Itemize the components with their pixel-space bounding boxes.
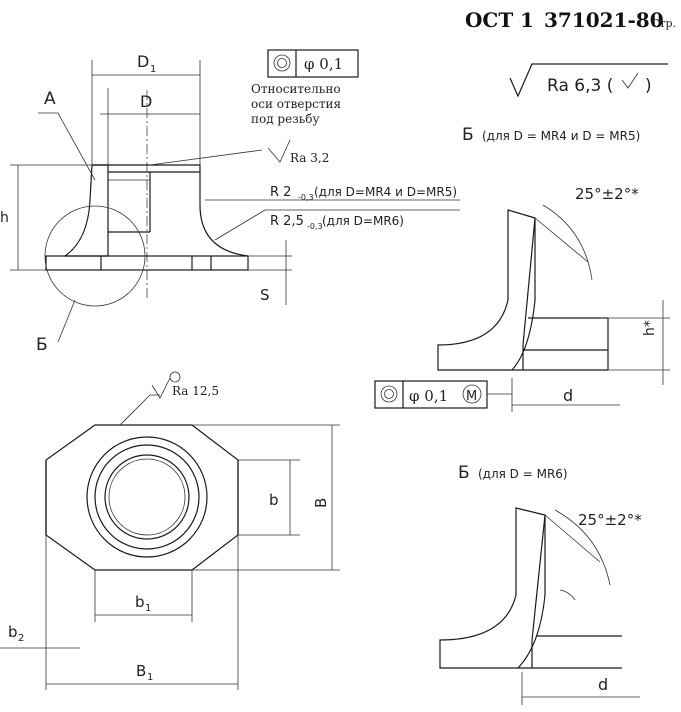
standard-number: 371021-80 bbox=[544, 8, 664, 32]
dim-b1-big-sub: 1 bbox=[147, 672, 153, 683]
paren-close: ) bbox=[645, 76, 652, 96]
detail-2-condition: (для D = MR6) bbox=[478, 467, 568, 481]
tolerance-value-1: φ 0,1 bbox=[304, 55, 343, 73]
dim-d1: D bbox=[137, 52, 149, 71]
main-section-view: Б А D 1 D h S Ra 3,2 R 2 -0,3 (для D=MR4… bbox=[0, 49, 460, 355]
dim-b: b bbox=[269, 491, 279, 509]
angle-1: 25°±2°* bbox=[575, 185, 639, 203]
general-roughness-text: Ra 6,3 ( bbox=[547, 76, 613, 96]
dim-d-2: d bbox=[598, 675, 608, 694]
hatched-wall bbox=[63, 164, 109, 257]
tolerance-modifier: M bbox=[466, 389, 477, 404]
detail-circle bbox=[44, 205, 146, 307]
tolerance-value-2: φ 0,1 bbox=[409, 387, 448, 405]
dim-b1-sub: 1 bbox=[145, 603, 151, 614]
plan-view: Ra 12,5 b B b 1 b 2 B 1 bbox=[0, 371, 340, 690]
boss-outline bbox=[92, 164, 249, 257]
tolerance-note-3: под резьбу bbox=[251, 112, 320, 126]
check-mark-icon bbox=[621, 72, 639, 89]
dim-s: S bbox=[260, 286, 270, 304]
radius-large-cond: (для D=MR6) bbox=[322, 214, 404, 228]
radius-small-tol: -0,3 bbox=[298, 193, 314, 202]
radius-large-tol: -0,3 bbox=[307, 222, 323, 231]
dim-d-1: d bbox=[563, 386, 573, 405]
detail-b-1: Б (для D = MR4 и D = MR5) h* 25°±2°* d φ… bbox=[374, 125, 670, 412]
dim-b2: b bbox=[8, 623, 18, 641]
tolerance-note-1: Относительно bbox=[251, 82, 341, 96]
radius-small: R 2 bbox=[270, 185, 291, 200]
outer-circle bbox=[86, 436, 208, 558]
label-a: А bbox=[44, 89, 56, 109]
dim-d: D bbox=[140, 92, 152, 111]
standard-code: ОСТ 1 bbox=[465, 8, 534, 32]
radius-small-cond: (для D=MR4 и D=MR5) bbox=[314, 185, 457, 199]
dim-h-star: h* bbox=[642, 320, 658, 336]
roughness-edge: Ra 12,5 bbox=[172, 384, 219, 398]
dim-b2-sub: 2 bbox=[18, 633, 24, 644]
flange-base bbox=[45, 255, 249, 271]
detail-label-b: Б bbox=[36, 335, 48, 355]
detail-1-title: Б bbox=[462, 125, 474, 145]
detail-2-hatched-wall bbox=[439, 507, 546, 669]
radius-large: R 2,5 bbox=[270, 214, 304, 229]
dim-b1-big: B bbox=[136, 662, 146, 680]
dim-h: h bbox=[0, 210, 9, 226]
angle-2: 25°±2°* bbox=[578, 511, 642, 529]
dim-d1-sub: 1 bbox=[150, 64, 156, 75]
tolerance-note-2: оси отверстия bbox=[251, 97, 341, 111]
roughness-bore: Ra 3,2 bbox=[290, 151, 329, 165]
tolerance-frame-2 bbox=[374, 380, 488, 409]
standard-header: ОСТ 1 371021-80 Стр. bbox=[465, 8, 676, 32]
detail-b-2: Б (для D = MR6) 25°±2°* d bbox=[439, 463, 642, 705]
dim-b1: b bbox=[135, 593, 145, 611]
detail-1-condition: (для D = MR4 и D = MR5) bbox=[482, 129, 640, 143]
dim-b-big: B bbox=[312, 498, 330, 508]
page-label: Стр. bbox=[651, 17, 676, 30]
tolerance-frame-1 bbox=[267, 49, 359, 78]
detail-1-hatched-wall bbox=[437, 209, 536, 371]
general-roughness-symbol: Ra 6,3 ( ) bbox=[509, 63, 668, 98]
detail-2-title: Б bbox=[458, 463, 470, 483]
